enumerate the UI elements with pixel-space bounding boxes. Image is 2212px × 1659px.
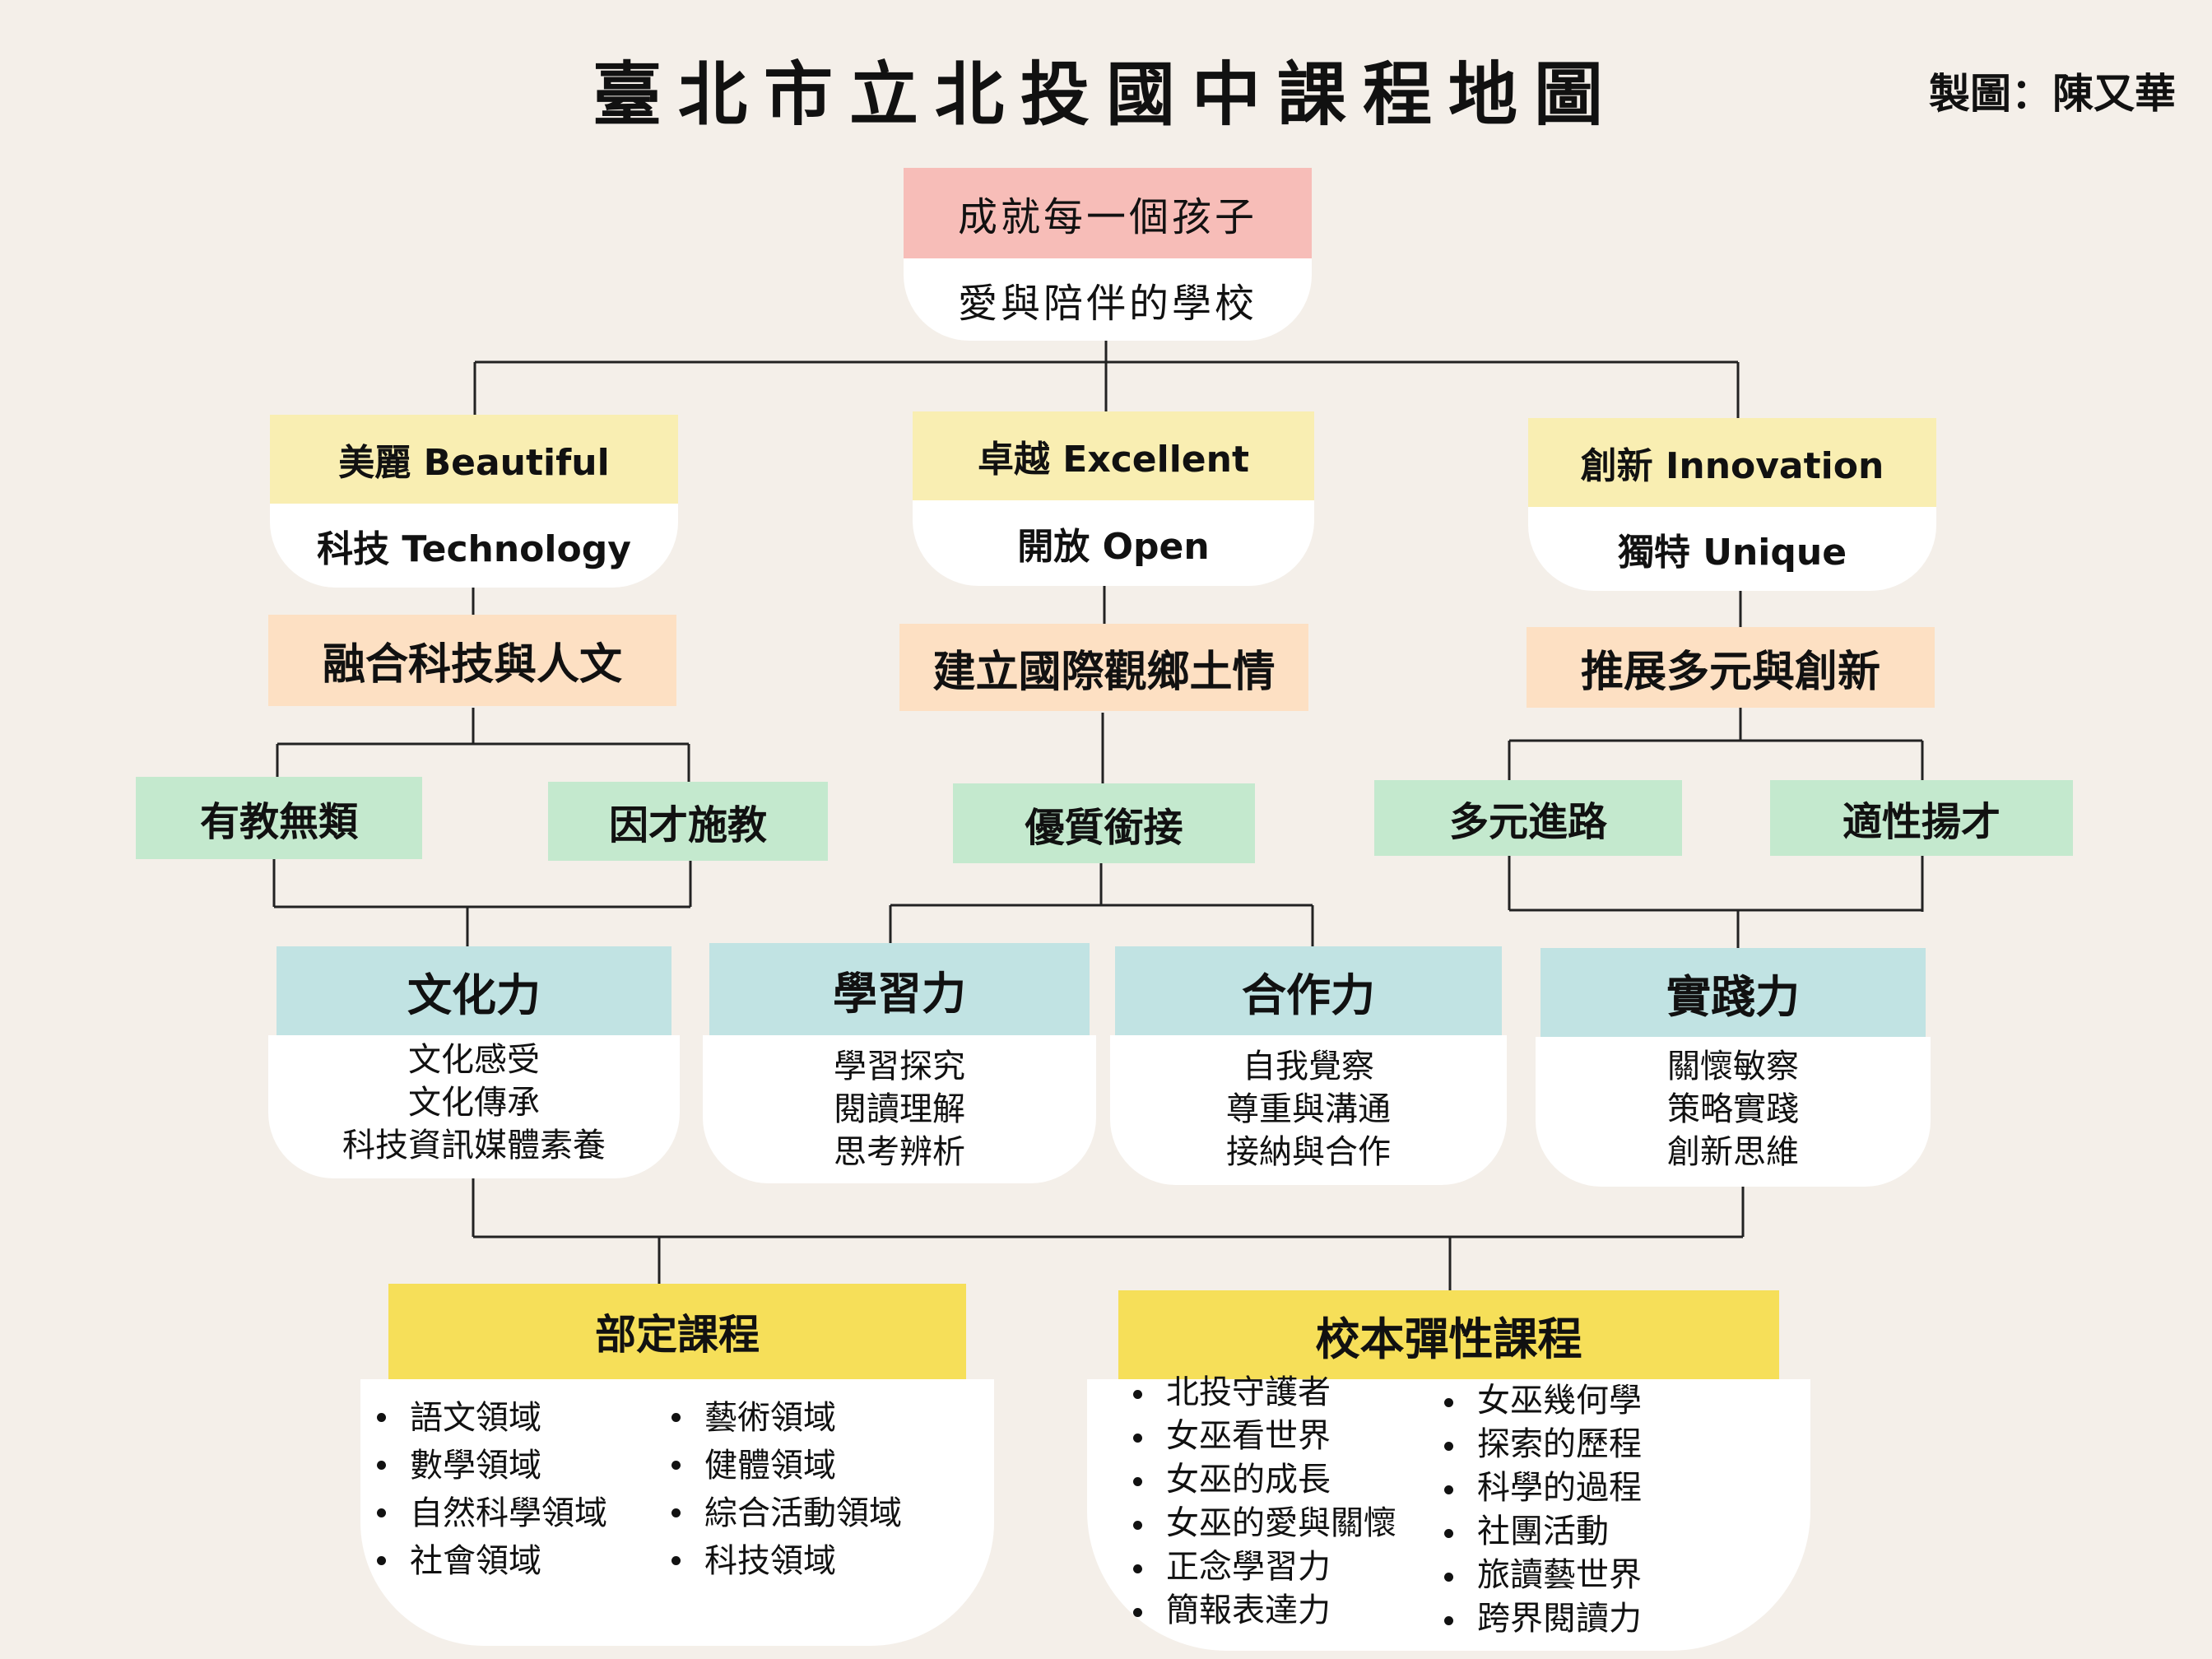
- list-item: 藝術領域: [667, 1394, 902, 1442]
- vision-box: 成就每一個孩子 愛與陪伴的學校: [904, 168, 1312, 341]
- list-item: 北投守護者: [1128, 1371, 1439, 1415]
- goal-box: 融合科技與人文: [268, 615, 676, 706]
- curriculum-box-school: 校本彈性課程 北投守護者 女巫看世界 女巫的成長 女巫的愛與關懷 正念學習力 簡…: [1087, 1290, 1810, 1651]
- competency-box: 文化力 文化感受 文化傳承 科技資訊媒體素養: [268, 946, 680, 1178]
- list-item: 正念學習力: [1128, 1545, 1439, 1589]
- page-title: 臺北市立北投國中課程地圖: [592, 54, 1620, 135]
- curriculum-column: 北投守護者 女巫看世界 女巫的成長 女巫的愛與關懷 正念學習力 簡報表達力: [1128, 1371, 1439, 1651]
- approach-box: 適性揚才: [1770, 780, 2073, 856]
- list-item: 科學的過程: [1439, 1466, 1642, 1510]
- list-item: 跨界閱讀力: [1439, 1597, 1642, 1641]
- approach-box: 優質銜接: [953, 783, 1255, 863]
- competency-item: 學習探究: [834, 1048, 965, 1085]
- competency-box: 實踐力 關懷敏察 策略實踐 創新思維: [1536, 948, 1931, 1187]
- competency-items: 自我覺察 尊重與溝通 接納與合作: [1110, 1035, 1507, 1185]
- competency-item: 創新思維: [1667, 1133, 1799, 1171]
- curriculum-title: 校本彈性課程: [1118, 1290, 1779, 1379]
- list-item: 綜合活動領域: [667, 1489, 902, 1537]
- vision-line-1: 成就每一個孩子: [904, 168, 1312, 258]
- list-item: 探索的歷程: [1439, 1423, 1642, 1466]
- competency-items: 關懷敏察 策略實踐 創新思維: [1536, 1037, 1931, 1187]
- curriculum-column: 藝術領域 健體領域 綜合活動領域 科技領域: [667, 1379, 902, 1646]
- list-item: 社會領域: [372, 1537, 667, 1585]
- pillar-box-beautiful: 美麗 Beautiful 科技 Technology: [270, 415, 678, 588]
- competency-title: 合作力: [1115, 946, 1502, 1035]
- competency-item: 文化感受: [408, 1041, 540, 1079]
- pillar-line-1: 美麗 Beautiful: [270, 415, 678, 504]
- curriculum-column: 女巫幾何學 探索的歷程 科學的過程 社團活動 旅讀藝世界 跨界閱讀力: [1439, 1379, 1642, 1651]
- competency-title: 實踐力: [1540, 948, 1926, 1037]
- competency-item: 閱讀理解: [834, 1090, 965, 1128]
- pillar-box-excellent: 卓越 Excellent 開放 Open: [913, 411, 1314, 586]
- pillar-line-2: 開放 Open: [913, 500, 1314, 586]
- competency-items: 學習探究 閱讀理解 思考辨析: [703, 1035, 1096, 1183]
- pillar-box-innovation: 創新 Innovation 獨特 Unique: [1528, 418, 1936, 591]
- pillar-line-1: 創新 Innovation: [1528, 418, 1936, 507]
- curriculum-column: 語文領域 數學領域 自然科學領域 社會領域: [372, 1379, 667, 1646]
- goal-box: 推展多元與創新: [1527, 627, 1935, 708]
- list-item: 語文領域: [372, 1394, 667, 1442]
- approach-box: 因才施教: [548, 782, 828, 861]
- list-item: 女巫幾何學: [1439, 1379, 1642, 1423]
- curriculum-list: 語文領域 數學領域 自然科學領域 社會領域 藝術領域 健體領域 綜合活動領域 科…: [360, 1379, 994, 1646]
- author-credit: 製圖：陳又華: [1929, 70, 2176, 118]
- approach-box: 有教無類: [136, 777, 422, 859]
- curriculum-list: 北投守護者 女巫看世界 女巫的成長 女巫的愛與關懷 正念學習力 簡報表達力 女巫…: [1087, 1373, 1810, 1651]
- list-item: 女巫看世界: [1128, 1415, 1439, 1458]
- competency-item: 尊重與溝通: [1226, 1090, 1391, 1128]
- competency-item: 文化傳承: [408, 1084, 540, 1122]
- pillar-line-2: 科技 Technology: [270, 504, 678, 588]
- competency-title: 學習力: [709, 943, 1090, 1035]
- competency-item: 思考辨析: [834, 1133, 965, 1171]
- approach-box: 多元進路: [1374, 780, 1682, 856]
- competency-items: 文化感受 文化傳承 科技資訊媒體素養: [268, 1035, 680, 1178]
- list-item: 自然科學領域: [372, 1489, 667, 1537]
- competency-item: 科技資訊媒體素養: [342, 1127, 606, 1164]
- curriculum-box-national: 部定課程 語文領域 數學領域 自然科學領域 社會領域 藝術領域 健體領域 綜合活…: [360, 1284, 994, 1646]
- list-item: 旅讀藝世界: [1439, 1554, 1642, 1597]
- competency-item: 策略實踐: [1667, 1090, 1799, 1128]
- list-item: 女巫的成長: [1128, 1458, 1439, 1502]
- list-item: 健體領域: [667, 1442, 902, 1489]
- pillar-line-2: 獨特 Unique: [1528, 507, 1936, 591]
- goal-box: 建立國際觀鄉土情: [899, 624, 1308, 711]
- competency-item: 自我覺察: [1243, 1048, 1374, 1085]
- vision-line-2: 愛與陪伴的學校: [904, 258, 1312, 341]
- curriculum-title: 部定課程: [388, 1284, 966, 1379]
- list-item: 女巫的愛與關懷: [1128, 1502, 1439, 1545]
- competency-box: 合作力 自我覺察 尊重與溝通 接納與合作: [1110, 946, 1507, 1185]
- pillar-line-1: 卓越 Excellent: [913, 411, 1314, 500]
- competency-box: 學習力 學習探究 閱讀理解 思考辨析: [703, 943, 1096, 1183]
- list-item: 社團活動: [1439, 1510, 1642, 1554]
- list-item: 簡報表達力: [1128, 1589, 1439, 1633]
- competency-item: 關懷敏察: [1667, 1048, 1799, 1085]
- list-item: 數學領域: [372, 1442, 667, 1489]
- competency-item: 接納與合作: [1226, 1133, 1391, 1171]
- list-item: 科技領域: [667, 1537, 902, 1585]
- competency-title: 文化力: [276, 946, 672, 1035]
